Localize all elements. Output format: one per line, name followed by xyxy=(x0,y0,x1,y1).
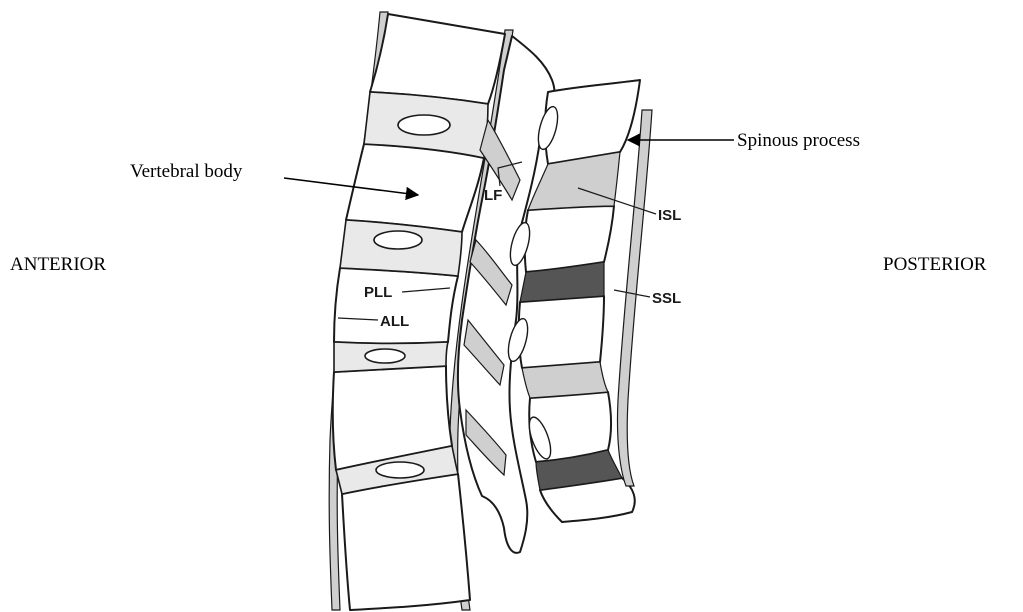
all-label: ALL xyxy=(380,313,409,330)
nucleus-pulposus-4 xyxy=(376,462,424,478)
vertebral-body-5 xyxy=(342,474,470,610)
vertebral-body-1 xyxy=(370,14,505,104)
interspinous-ligament-1 xyxy=(528,152,620,210)
pll-label: PLL xyxy=(364,284,392,301)
nucleus-pulposus-2 xyxy=(374,231,422,249)
spinous-process-1 xyxy=(545,80,640,164)
interspinous-ligament-3 xyxy=(522,362,608,398)
posterior-label: POSTERIOR xyxy=(883,254,987,275)
spinous-process-3 xyxy=(519,296,604,368)
nucleus-pulposus-1 xyxy=(398,115,450,135)
vertebral-body-3 xyxy=(334,268,458,344)
supraspinous-ligament xyxy=(617,110,652,486)
vertebral-body-label: Vertebral body xyxy=(130,161,243,182)
anterior-label: ANTERIOR xyxy=(10,254,106,275)
nucleus-pulposus-3 xyxy=(365,349,405,363)
lf-label: LF xyxy=(484,187,502,204)
ssl-label: SSL xyxy=(652,290,681,307)
isl-label: ISL xyxy=(658,207,681,224)
spinous-process-label: Spinous process xyxy=(737,130,860,151)
